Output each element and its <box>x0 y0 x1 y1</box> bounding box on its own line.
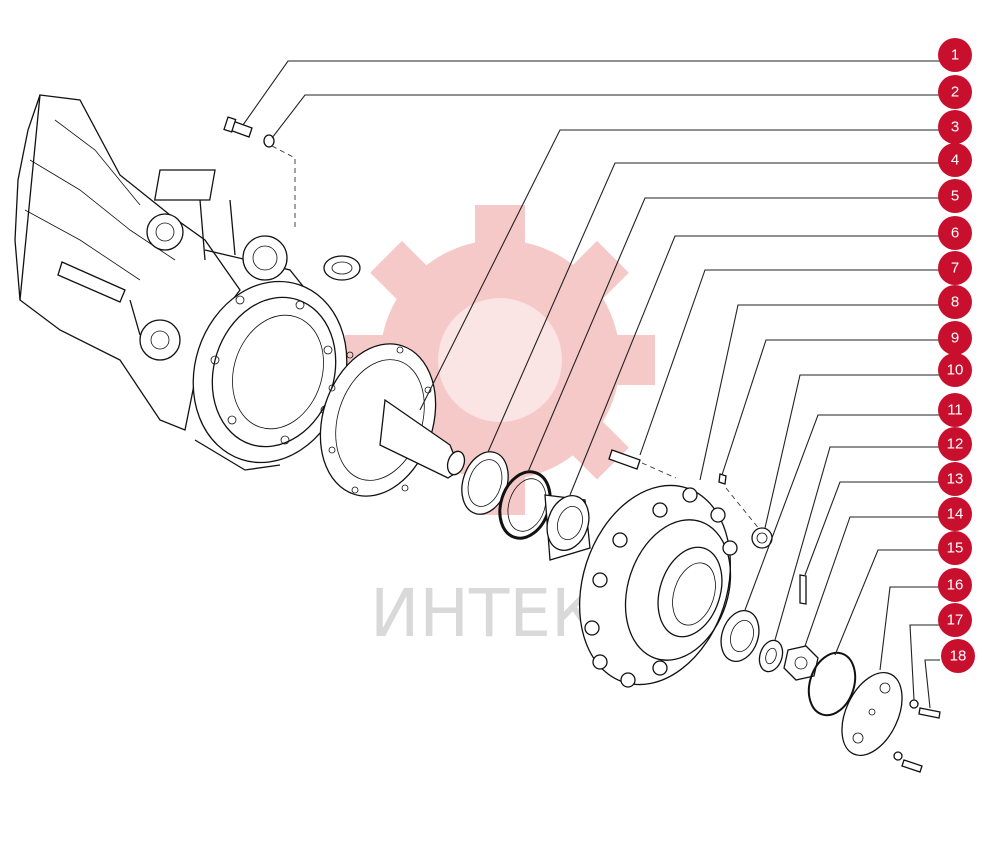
wheel-hub <box>578 484 738 688</box>
callout-16: 16 <box>938 568 972 602</box>
hub-cap <box>841 671 903 757</box>
svg-text:17: 17 <box>947 612 964 629</box>
callout-6: 6 <box>938 216 972 250</box>
svg-text:9: 9 <box>951 330 959 347</box>
hub-nut <box>751 527 773 549</box>
top-washer <box>263 134 296 228</box>
svg-text:3: 3 <box>951 119 959 136</box>
svg-text:6: 6 <box>951 225 959 242</box>
callout-14: 14 <box>938 497 972 531</box>
watermark-text: ИНТЕК <box>370 575 598 652</box>
svg-text:16: 16 <box>947 577 964 594</box>
svg-text:12: 12 <box>947 436 964 453</box>
callout-3: 3 <box>938 110 972 144</box>
axle-housing <box>14 94 361 431</box>
washer <box>758 639 784 673</box>
svg-text:13: 13 <box>947 471 964 488</box>
callout-17: 17 <box>938 603 972 637</box>
top-bolt <box>223 116 253 138</box>
callout-18: 18 <box>941 639 975 673</box>
castle-nut <box>783 645 819 681</box>
inner-bearing <box>544 494 591 561</box>
svg-text:11: 11 <box>947 402 963 419</box>
svg-text:15: 15 <box>947 540 964 557</box>
cap-bolt <box>901 707 941 773</box>
callout-5: 5 <box>938 179 972 213</box>
callout-13: 13 <box>938 462 972 496</box>
svg-text:14: 14 <box>947 506 964 523</box>
spindle-flange <box>319 343 466 497</box>
leader-lines <box>242 60 940 709</box>
cap-washer <box>893 699 919 761</box>
callout-11: 11 <box>938 393 972 427</box>
svg-text:8: 8 <box>951 294 959 311</box>
grease-nipple <box>718 473 727 485</box>
callout-9: 9 <box>938 321 972 355</box>
callout-15: 15 <box>938 531 972 565</box>
outer-bearing <box>720 610 760 662</box>
svg-text:2: 2 <box>951 84 959 101</box>
svg-text:1: 1 <box>951 47 959 64</box>
callout-2: 2 <box>938 75 972 109</box>
callout-7: 7 <box>938 251 972 285</box>
svg-text:5: 5 <box>951 188 959 205</box>
callout-12: 12 <box>938 427 972 461</box>
wheel-stud <box>608 449 677 479</box>
svg-text:18: 18 <box>950 648 967 665</box>
svg-text:4: 4 <box>951 152 959 169</box>
svg-text:10: 10 <box>947 362 964 379</box>
cotter-pin <box>799 574 807 605</box>
cap-o-ring <box>807 651 857 717</box>
callout-4: 4 <box>938 143 972 177</box>
callout-8: 8 <box>938 285 972 319</box>
callout-1: 1 <box>938 38 972 72</box>
svg-text:7: 7 <box>951 260 959 277</box>
callout-10: 10 <box>938 353 972 387</box>
